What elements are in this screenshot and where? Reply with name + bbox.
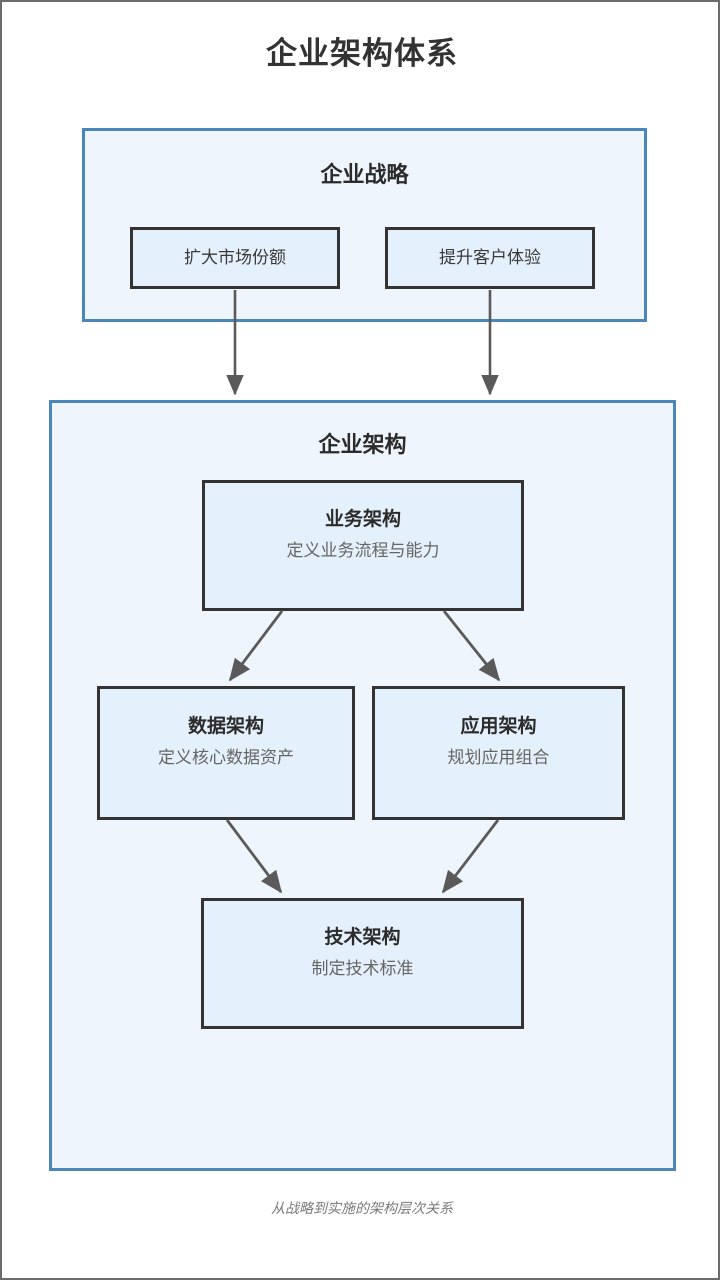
node-business-architecture[interactable]: 业务架构 定义业务流程与能力 bbox=[202, 480, 524, 611]
node-technology-architecture[interactable]: 技术架构 制定技术标准 bbox=[201, 898, 524, 1029]
strategy-item-market-share-label: 扩大市场份额 bbox=[184, 247, 286, 267]
strategy-item-customer-experience-label: 提升客户体验 bbox=[439, 247, 541, 267]
node-technology-architecture-title: 技术架构 bbox=[324, 927, 401, 948]
diagram-caption: 从战略到实施的架构层次关系 bbox=[271, 1200, 453, 1216]
strategy-item-market-share[interactable]: 扩大市场份额 bbox=[130, 227, 340, 289]
page-title: 企业架构体系 bbox=[266, 36, 458, 71]
node-data-architecture-title: 数据架构 bbox=[187, 716, 264, 737]
enterprise-architecture-title: 企业架构 bbox=[318, 432, 407, 457]
node-application-architecture[interactable]: 应用架构 规划应用组合 bbox=[372, 686, 625, 820]
node-data-architecture-subtitle: 定义核心数据资产 bbox=[158, 747, 294, 767]
enterprise-strategy-title: 企业战略 bbox=[320, 162, 409, 187]
node-data-architecture[interactable]: 数据架构 定义核心数据资产 bbox=[97, 686, 355, 820]
node-technology-architecture-subtitle: 制定技术标准 bbox=[311, 958, 414, 978]
node-application-architecture-subtitle: 规划应用组合 bbox=[447, 747, 550, 767]
enterprise-strategy-group[interactable]: 企业战略 bbox=[82, 128, 647, 322]
node-application-architecture-title: 应用架构 bbox=[460, 716, 537, 737]
node-business-architecture-title: 业务架构 bbox=[324, 509, 401, 530]
node-business-architecture-subtitle: 定义业务流程与能力 bbox=[286, 540, 440, 560]
strategy-item-customer-experience[interactable]: 提升客户体验 bbox=[385, 227, 595, 289]
